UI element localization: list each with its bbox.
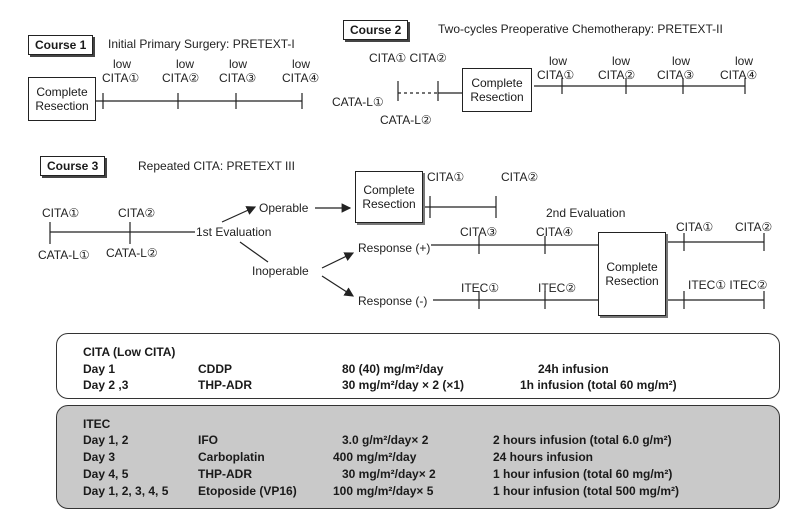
course-2-cita-1: CITA①: [537, 68, 575, 82]
course-3-cata-1: CATA-L①: [38, 248, 90, 262]
itec-row-3-dose: 30 mg/m²/day× 2: [342, 467, 436, 481]
course-1-low-3: low: [229, 57, 248, 71]
second-evaluation-label: 2nd Evaluation: [546, 206, 626, 220]
course-3-badge: Course 3: [40, 156, 106, 176]
itec-regimen-panel: [56, 405, 780, 509]
itec-row-1-dose: 3.0 g/m²/day× 2: [342, 433, 429, 447]
course-2-title: Two-cycles Preoperative Chemotherapy: PR…: [438, 22, 723, 36]
course-2-cita-3: CITA③: [657, 68, 695, 82]
course-1-low-2: low: [176, 57, 195, 71]
itec-row-4-day: Day 1, 2, 3, 4, 5: [83, 484, 169, 498]
course-3-cita-2: CITA②: [118, 206, 156, 220]
itec-row-2-dose: 400 mg/m²/day: [333, 450, 417, 464]
itec-row-4-dose: 100 mg/m²/day× 5: [333, 484, 434, 498]
response-positive-cita-4: CITA④: [536, 225, 574, 239]
itec-row-3-admin: 1 hour infusion (total 60 mg/m²): [493, 467, 673, 481]
response-negative-itec-1: ITEC①: [461, 281, 500, 295]
box-line-2: Resection: [362, 197, 416, 211]
itec-row-3-drug: THP-ADR: [198, 467, 252, 481]
box-line-2: Resection: [605, 274, 659, 288]
operable-label: Operable: [259, 201, 309, 215]
response-negative-itec-2: ITEC②: [538, 281, 577, 295]
inoperable-label: Inoperable: [252, 264, 309, 278]
course-2-preop-cita: CITA① CITA②: [369, 51, 447, 65]
cita-heading: CITA (Low CITA): [83, 345, 176, 359]
itec-row-1-day: Day 1, 2: [83, 433, 129, 447]
post-resection-cita-2: CITA②: [735, 220, 773, 234]
itec-row-2-admin: 24 hours infusion: [493, 450, 594, 464]
itec-row-4-admin: 1 hour infusion (total 500 mg/m²): [493, 484, 680, 498]
course-2-low-2: low: [612, 54, 631, 68]
course-3-cata-2: CATA-L②: [106, 246, 158, 260]
response-positive-label: Response (+): [358, 241, 431, 255]
cita-regimen-panel: [56, 333, 780, 399]
course-2-cata-1: CATA-L①: [332, 95, 384, 109]
itec-row-4-drug: Etoposide (VP16): [198, 484, 297, 498]
course-1-cita-4: CITA④: [282, 71, 320, 85]
itec-row-1-drug: IFO: [198, 433, 218, 447]
course-2-low-4: low: [735, 54, 754, 68]
course-2-cata-2: CATA-L②: [380, 113, 432, 127]
course-3-cita-1: CITA①: [42, 206, 80, 220]
itec-row-3-day: Day 4, 5: [83, 467, 129, 481]
cita-row-2-day: Day 2 ,3: [83, 378, 129, 392]
first-evaluation-label: 1st Evaluation: [196, 225, 272, 239]
itec-row-2-day: Day 3: [83, 450, 116, 464]
course-1-low-1: low: [113, 57, 132, 71]
course-1-low-4: low: [292, 57, 311, 71]
cita-row-1-admin: 24h infusion: [538, 362, 609, 376]
course-2-cita-4: CITA④: [720, 68, 758, 82]
course-2-cita-2: CITA②: [598, 68, 636, 82]
response-negative-label: Response (-): [358, 294, 428, 308]
cita-row-2-dose: 30 mg/m²/day × 2 (×1): [342, 378, 465, 392]
course-1-resection-box: Complete Resection: [28, 77, 96, 121]
box-line-1: Complete: [36, 85, 88, 99]
course-2-low-1: low: [549, 54, 568, 68]
operable-cita-1: CITA①: [427, 170, 465, 184]
cita-row-2-admin: 1h infusion (total 60 mg/m²): [520, 378, 677, 392]
box-line-1: Complete: [363, 183, 415, 197]
course-2-badge: Course 2: [343, 20, 409, 40]
box-line-1: Complete: [471, 76, 523, 90]
course-1-title: Initial Primary Surgery: PRETEXT-I: [108, 37, 295, 51]
box-line-2: Resection: [35, 99, 89, 113]
cita-row-1-drug: CDDP: [198, 362, 233, 376]
box-line-1: Complete: [606, 260, 658, 274]
final-resection-box: Complete Resection: [598, 232, 666, 316]
cita-row-2-drug: THP-ADR: [198, 378, 252, 392]
itec-row-1-admin: 2 hours infusion (total 6.0 g/m²): [493, 433, 672, 447]
itec-row-2-drug: Carboplatin: [198, 450, 265, 464]
course-1-cita-2: CITA②: [162, 71, 200, 85]
course-2-resection-box: Complete Resection: [462, 68, 532, 112]
post-resection-itec: ITEC① ITEC②: [688, 278, 768, 292]
box-line-2: Resection: [470, 90, 524, 104]
course-1-cita-1: CITA①: [102, 71, 140, 85]
itec-heading: ITEC: [83, 417, 111, 431]
course-3-title: Repeated CITA: PRETEXT III: [138, 159, 295, 173]
course-1-badge: Course 1: [28, 35, 94, 55]
post-resection-cita-1: CITA①: [676, 220, 714, 234]
cita-row-1-day: Day 1: [83, 362, 116, 376]
cita-row-1-dose: 80 (40) mg/m²/day: [342, 362, 444, 376]
course-2-low-3: low: [672, 54, 691, 68]
operable-resection-box: Complete Resection: [355, 171, 423, 223]
course-1-cita-3: CITA③: [219, 71, 257, 85]
response-positive-cita-3: CITA③: [460, 225, 498, 239]
operable-cita-2: CITA②: [501, 170, 539, 184]
